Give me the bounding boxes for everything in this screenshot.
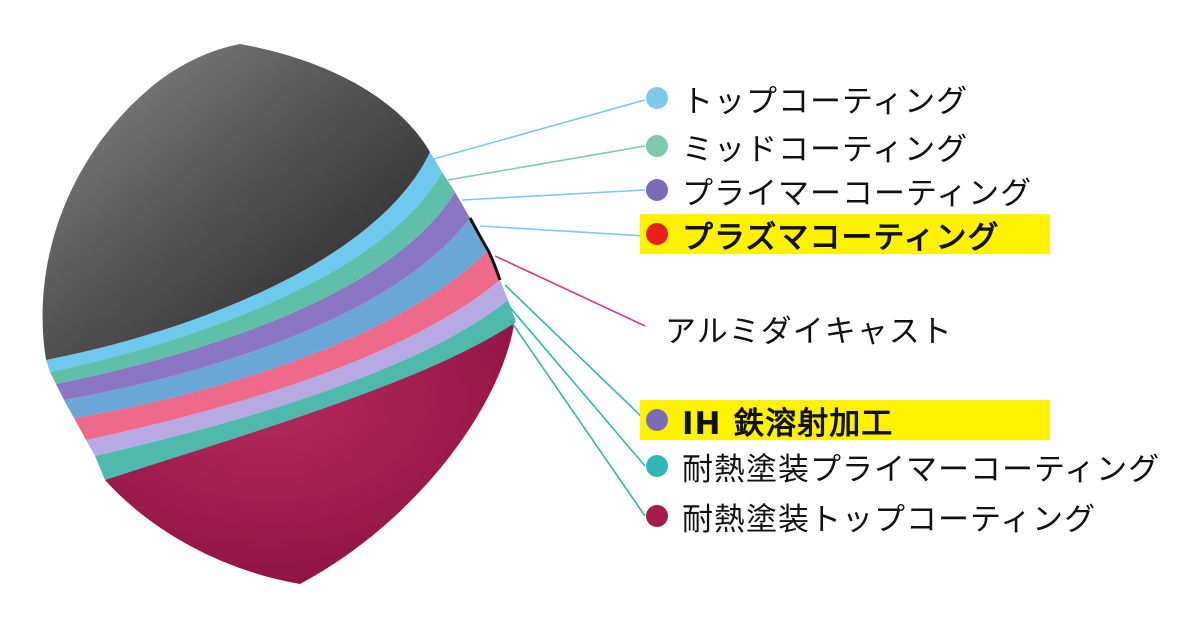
outer-body: [105, 318, 515, 584]
leader-line-ih: [504, 284, 646, 421]
leader-line-heat-primer: [507, 304, 646, 467]
leader-line-top: [429, 99, 646, 161]
layer-gap: [486, 249, 502, 281]
legend-dot: [646, 409, 668, 431]
band-aluminum: [74, 250, 500, 440]
leader-line-heat-top: [509, 319, 646, 517]
band-primer: [56, 192, 470, 400]
legend-heat-top-coating: 耐熱塗装トップコーティング: [640, 496, 1097, 538]
legend-dot: [646, 223, 668, 245]
leader-line-mid: [447, 145, 646, 181]
legend-dot: [646, 179, 668, 201]
legend-label: 耐熱塗装トップコーティング: [682, 501, 1097, 538]
legend-aluminum-diecast: アルミダイキャスト: [640, 308, 953, 350]
legend-dot: [646, 87, 668, 109]
band-ih: [86, 280, 508, 456]
legend-heat-primer-coating: 耐熱塗装プライマーコーティング: [640, 446, 1161, 488]
inner-surface: [42, 44, 430, 360]
legend-label: トップコーティング: [682, 83, 969, 120]
legend-dot: [646, 455, 668, 477]
legend-label: プライマーコーティング: [682, 175, 1033, 212]
leader-line-aluminum: [494, 255, 646, 327]
legend-label: プラズマコーティング: [682, 219, 1000, 256]
layer-gap: [468, 217, 490, 251]
legend-label: アルミダイキャスト: [665, 313, 953, 350]
legend-label: ミッドコーティング: [682, 131, 969, 168]
band-plasma: [64, 218, 488, 418]
legend-primer-coating: プライマーコーティング: [640, 170, 1033, 212]
legend-ih-iron-spray: IH 鉄溶射加工: [640, 400, 1050, 442]
leader-line-plasma: [479, 225, 646, 237]
legend-label: 耐熱塗装プライマーコーティング: [682, 451, 1161, 488]
leader-lines: [429, 99, 646, 517]
legend-dot: [646, 135, 668, 157]
legend-plasma-coating: プラズマコーティング: [640, 214, 1050, 256]
legend-label: IH 鉄溶射加工: [682, 405, 894, 442]
leader-line-primer: [461, 189, 646, 201]
legend-top-coating: トップコーティング: [640, 78, 969, 120]
band-heat-primer: [95, 300, 516, 480]
legend-mid-coating: ミッドコーティング: [640, 126, 969, 168]
band-mid: [50, 172, 455, 384]
legend-dot: [646, 505, 668, 527]
